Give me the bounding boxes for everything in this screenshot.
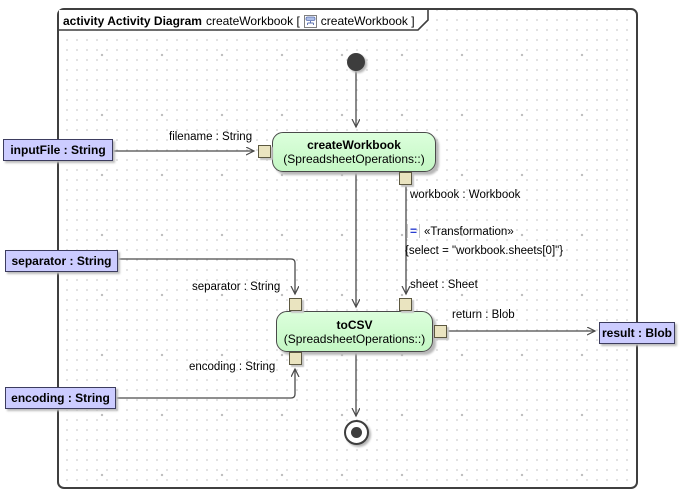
pin-filename[interactable]	[258, 145, 271, 158]
activity-final-node[interactable]	[344, 420, 369, 445]
action-tocsv[interactable]: toCSV (SpreadsheetOperations::)	[276, 311, 433, 352]
frame-title-name: createWorkbook [	[205, 13, 300, 28]
initial-node[interactable]	[347, 53, 365, 71]
activity-diagram-icon	[303, 14, 317, 28]
edge-label-workbook[interactable]: workbook : Workbook	[410, 189, 521, 201]
transformation-equals-icon: =	[407, 224, 421, 238]
pin-separator-in[interactable]	[289, 298, 302, 311]
pin-sheet-in[interactable]	[399, 298, 412, 311]
frame-title-tab	[59, 10, 428, 30]
edge-label-return[interactable]: return : Blob	[452, 309, 515, 321]
edge-label-sheet[interactable]: sheet : Sheet	[410, 279, 478, 291]
parameter-inputfile[interactable]: inputFile : String	[3, 139, 113, 161]
action-createworkbook-name: createWorkbook	[307, 138, 401, 152]
action-createworkbook[interactable]: createWorkbook (SpreadsheetOperations::)	[272, 132, 436, 172]
action-tocsv-name: toCSV	[336, 317, 373, 332]
edge-label-encoding[interactable]: encoding : String	[189, 361, 276, 373]
pin-encoding-in[interactable]	[289, 352, 302, 365]
transformation-stereotype: «Transformation»	[424, 226, 514, 238]
edge-label-separator[interactable]: separator : String	[192, 281, 281, 293]
pin-return-out[interactable]	[434, 325, 447, 338]
frame-title: activity Activity Diagram createWorkbook…	[63, 12, 415, 30]
edge-encoding-to-pin[interactable]	[116, 369, 295, 399]
parameter-result[interactable]: result : Blob	[599, 322, 675, 344]
pin-workbook-out[interactable]	[399, 172, 412, 185]
activity-final-node-dot	[351, 427, 362, 438]
edge-separator-to-pin[interactable]	[118, 258, 295, 294]
action-createworkbook-scope: (SpreadsheetOperations::)	[283, 152, 425, 166]
frame-title-keyword: activity Activity Diagram	[63, 13, 202, 28]
parameter-encoding[interactable]: encoding : String	[5, 387, 116, 409]
parameter-separator[interactable]: separator : String	[5, 250, 118, 272]
edge-label-filename[interactable]: filename : String	[169, 131, 253, 143]
action-tocsv-scope: (SpreadsheetOperations::)	[283, 331, 426, 346]
frame-title-ref: createWorkbook ]	[320, 13, 415, 28]
diagram-frame	[57, 8, 638, 489]
edge-label-transformation[interactable]: =«Transformation»	[407, 224, 514, 238]
frame-title-tab-border	[59, 10, 429, 31]
edge-label-select-constraint[interactable]: {select = "workbook.sheets[0]"}	[405, 245, 564, 257]
